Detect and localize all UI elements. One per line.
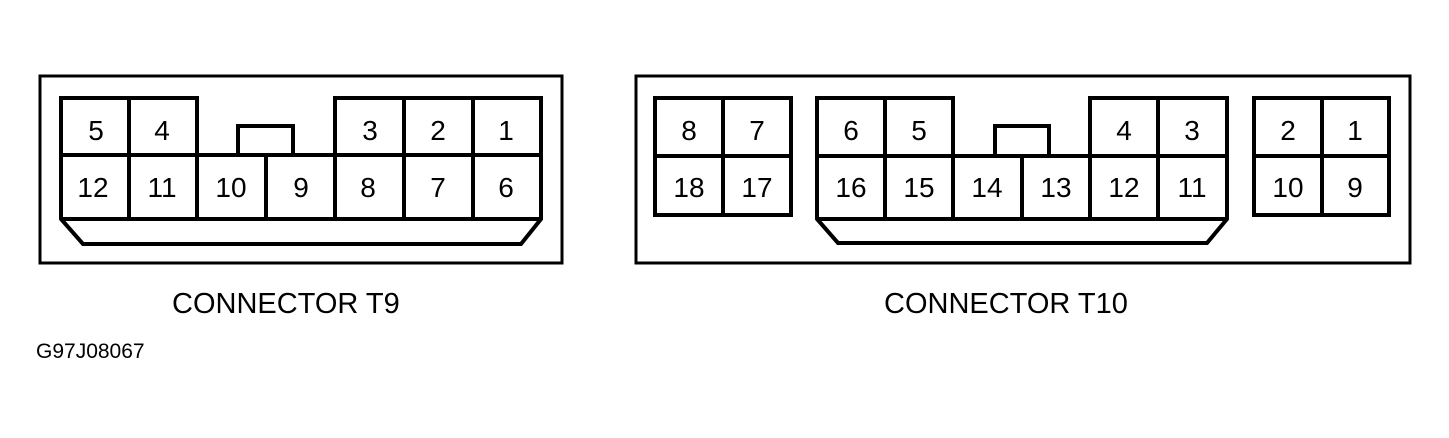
t10-center-block-outline [815,96,1229,245]
t9-pin-label: 10 [215,172,246,203]
figure-id: G97J08067 [36,340,145,363]
t10-pin-label: 6 [843,115,859,146]
t10-pin-label: 13 [1040,172,1071,203]
connector-t9 [38,74,564,265]
t10-pin-label: 14 [971,172,1002,203]
t10-outer-frame [634,74,1412,265]
t10-pin-label: 17 [741,172,772,203]
t10-pin-label: 7 [749,115,765,146]
t9-pin-label: 1 [498,115,514,146]
t9-pin-label: 7 [430,172,446,203]
connector-t10-caption: CONNECTOR T10 [884,288,1128,320]
t9-outer-frame [38,74,564,265]
connector-t10 [634,74,1412,265]
t10-pin-label: 9 [1347,172,1363,203]
t9-body-outline [59,96,543,246]
t10-pin-label: 18 [673,172,704,203]
t9-pin-label: 12 [77,172,108,203]
t10-pin-label: 8 [681,115,697,146]
t9-pin-label: 8 [360,172,376,203]
t10-pin-label: 11 [1177,172,1206,203]
connector-t9-caption: CONNECTOR T9 [172,288,400,320]
t10-pin-label: 10 [1272,172,1303,203]
t10-pin-label: 15 [903,172,934,203]
t9-pin-label: 4 [154,115,170,146]
t9-key-notch [236,124,295,155]
t10-pin-label: 3 [1184,115,1200,146]
t9-pin-label: 2 [430,115,446,146]
t10-key-notch [993,124,1051,156]
t10-pin-label: 5 [911,115,927,146]
t9-pin-label: 11 [147,172,176,203]
t10-pin-label: 16 [835,172,866,203]
t9-pin-label: 6 [498,172,514,203]
t10-pin-label: 1 [1347,115,1363,146]
t10-pin-labels: 8 7 18 17 6 5 4 3 16 15 14 13 12 11 2 1 … [673,115,1362,203]
t10-pin-label: 4 [1116,115,1132,146]
t9-pin-label: 5 [88,115,104,146]
t10-pin-label: 12 [1108,172,1139,203]
t9-pin-labels: 5 4 3 2 1 12 11 10 9 8 7 6 [77,115,513,203]
t9-pin-label: 3 [362,115,378,146]
t10-pin-label: 2 [1280,115,1296,146]
t9-pin-label: 9 [293,172,309,203]
